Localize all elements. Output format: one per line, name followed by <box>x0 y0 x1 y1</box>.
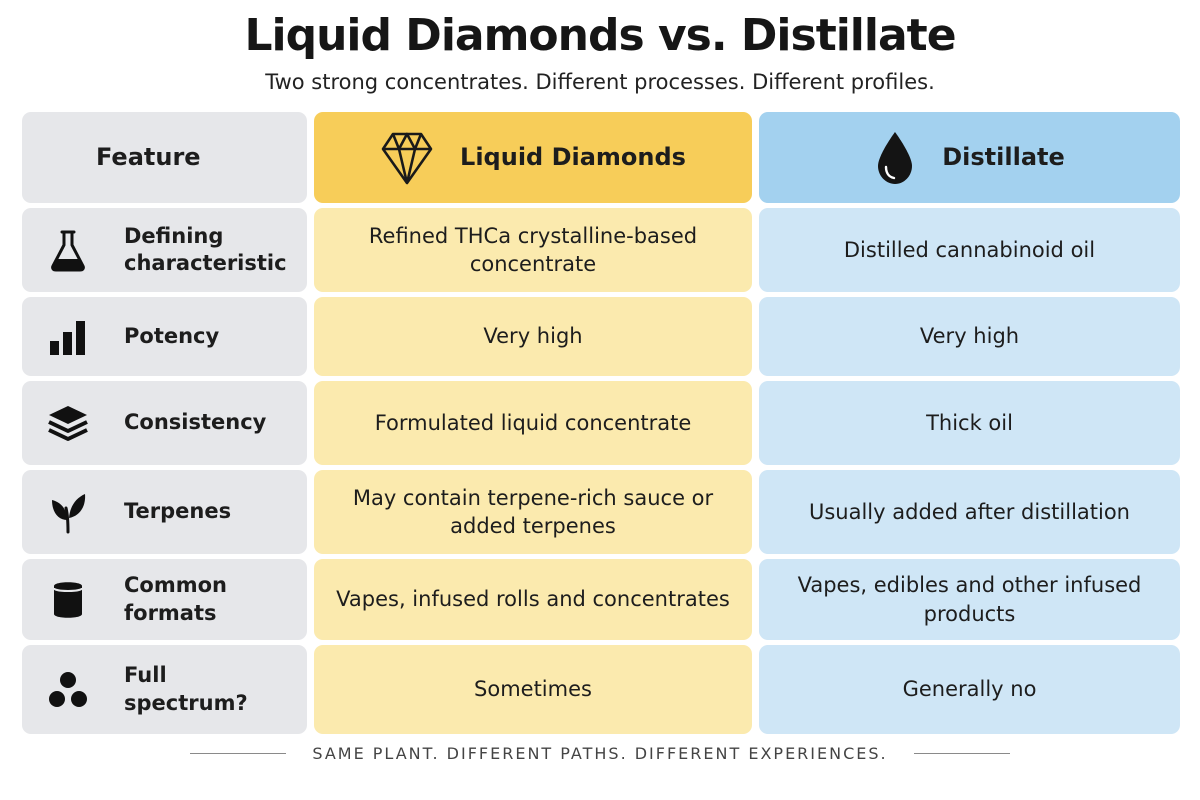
feature-cell-potency: Potency <box>22 297 307 376</box>
header-liquid-diamonds: Liquid Diamonds <box>314 112 752 203</box>
feature-cell-full-spectrum: Full spectrum? <box>22 645 307 734</box>
header-feature: Feature <box>22 112 307 203</box>
distillate-cell: Very high <box>759 297 1180 376</box>
feature-cell-common-formats: Common formats <box>22 559 307 640</box>
liquid-diamonds-cell: Formulated liquid concentrate <box>314 381 752 465</box>
distillate-cell: Usually added after distillation <box>759 470 1180 554</box>
feature-label: Potency <box>124 323 220 348</box>
feature-label: Consistency <box>124 410 267 435</box>
page-title: Liquid Diamonds vs. Distillate <box>244 10 956 61</box>
header-feature-label: Feature <box>96 143 201 172</box>
feature-label: Full spectrum? <box>124 663 248 715</box>
footer: SAME PLANT. DIFFERENT PATHS. DIFFERENT E… <box>0 744 1200 763</box>
distillate-cell: Distilled cannabinoid oil <box>759 208 1180 292</box>
feature-cell-defining-characteristic: Defining characteristic <box>22 208 307 292</box>
comparison-table: Feature Liquid Diamonds Distillate <box>22 112 1180 734</box>
feature-label: Defining characteristic <box>124 223 287 275</box>
leaf-icon <box>46 490 90 534</box>
distillate-cell: Thick oil <box>759 381 1180 465</box>
header-liquid-diamonds-label: Liquid Diamonds <box>460 143 686 172</box>
feature-cell-terpenes: Terpenes <box>22 470 307 554</box>
flask-icon <box>46 228 90 272</box>
distillate-cell: Vapes, edibles and other infused product… <box>759 559 1180 640</box>
footer-tagline: SAME PLANT. DIFFERENT PATHS. DIFFERENT E… <box>312 744 888 763</box>
diamond-icon <box>381 132 433 184</box>
drop-icon <box>878 131 913 184</box>
liquid-diamonds-cell: Very high <box>314 297 752 376</box>
header-distillate: Distillate <box>759 112 1180 203</box>
liquid-diamonds-cell: May contain terpene-rich sauce or added … <box>314 470 752 554</box>
layers-icon <box>46 401 90 445</box>
molecule-icon <box>46 668 90 712</box>
distillate-cell: Generally no <box>759 645 1180 734</box>
cylinder-icon <box>46 578 90 622</box>
footer-divider-right <box>913 753 1010 754</box>
footer-divider-left <box>190 753 287 754</box>
feature-label: Terpenes <box>124 499 232 524</box>
page-subtitle: Two strong concentrates. Different proce… <box>265 70 935 94</box>
feature-cell-consistency: Consistency <box>22 381 307 465</box>
bar-chart-icon <box>46 315 90 359</box>
header-distillate-label: Distillate <box>942 143 1065 172</box>
liquid-diamonds-cell: Refined THCa crystalline-based concentra… <box>314 208 752 292</box>
feature-label: Common formats <box>124 573 227 625</box>
liquid-diamonds-cell: Sometimes <box>314 645 752 734</box>
liquid-diamonds-cell: Vapes, infused rolls and concentrates <box>314 559 752 640</box>
